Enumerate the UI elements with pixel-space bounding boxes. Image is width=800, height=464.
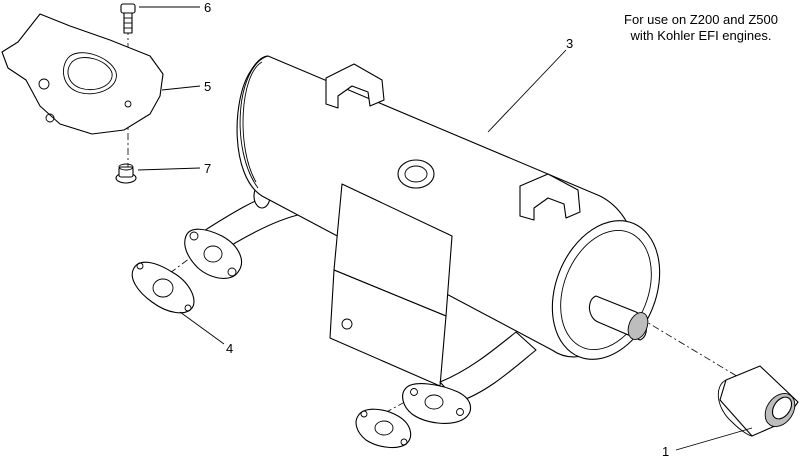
note-line-2: with Kohler EFI engines. [630,28,772,43]
leader-5 [161,85,201,91]
heat-shield-plate [1,13,164,135]
leader-1 [675,427,753,451]
muffler [184,55,661,424]
leader-4 [179,311,225,345]
tailpipe-tip [717,365,799,437]
leader-3 [487,49,567,133]
gasket-upper [131,261,195,314]
leader-7 [137,167,201,171]
tailpipe-axis-line [639,317,741,379]
callout-1: 1 [662,444,669,459]
callout-5: 5 [204,79,211,94]
callout-3: 3 [566,36,573,51]
flange-nut [115,163,137,184]
callout-4: 4 [226,341,233,356]
callout-7: 7 [204,161,211,176]
note-line-1: For use on Z200 and Z500 [624,12,778,27]
bolt [120,3,136,34]
gasket-lower [355,408,412,449]
callout-6: 6 [204,0,211,15]
applicability-note: For use on Z200 and Z500 with Kohler EFI… [606,12,796,44]
